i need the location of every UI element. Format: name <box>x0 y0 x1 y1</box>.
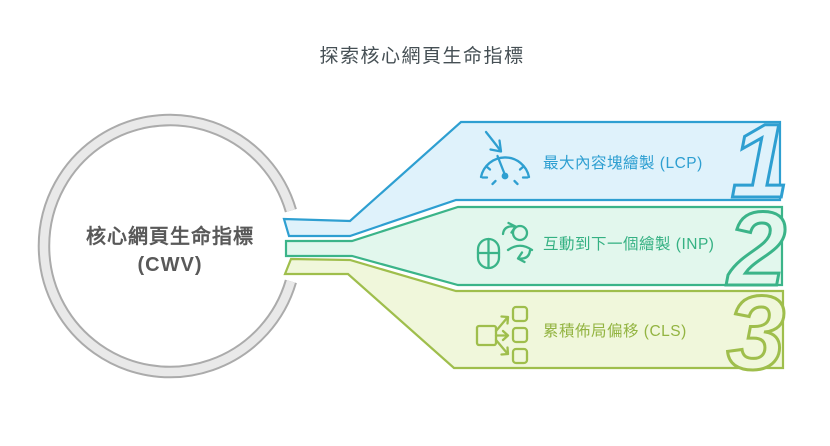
branch-number-3: 3 <box>727 275 785 392</box>
cwv-center-label-line2: (CWV) <box>138 254 203 276</box>
branch-inp-shape <box>284 205 784 287</box>
speedometer-needle-hub <box>501 172 509 180</box>
layout-shift-icon <box>475 305 529 365</box>
branch-cls-shape <box>283 257 785 370</box>
page-title: 探索核心網頁生命指標 <box>319 45 524 67</box>
branch-label-cls: 累積佈局偏移 (CLS) <box>543 322 687 340</box>
branch-number-1: 1 <box>731 103 789 220</box>
cwv-center-label-line1: 核心網頁生命指標 <box>86 224 254 248</box>
speedometer-arrow-icon <box>479 130 531 186</box>
cwv-ring <box>39 115 295 377</box>
branch-label-lcp: 最大內容塊繪製 (LCP) <box>543 153 703 172</box>
branch-lcp-shape <box>282 120 782 238</box>
branch-number-2: 2 <box>726 191 786 308</box>
branch-label-inp: 互動到下一個繪製 (INP) <box>543 234 714 253</box>
user-mouse-interaction-icon <box>476 221 534 270</box>
